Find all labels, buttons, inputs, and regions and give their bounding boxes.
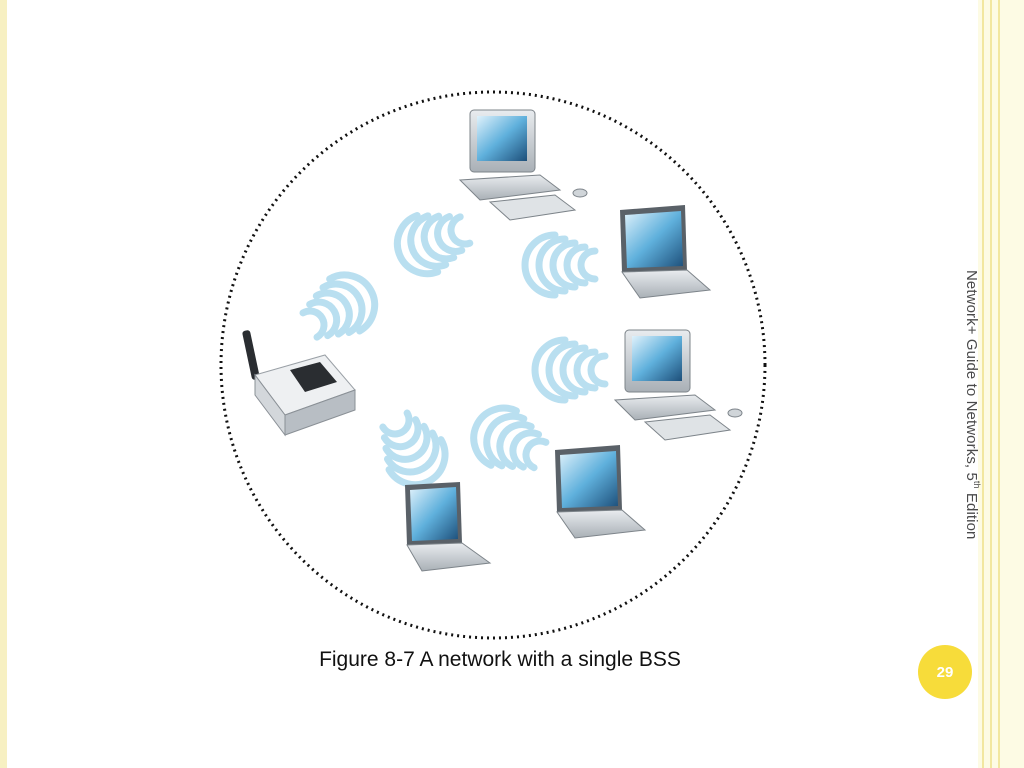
laptop-icon bbox=[620, 205, 712, 299]
page-number-badge: 29 bbox=[918, 645, 972, 699]
right-border-decoration bbox=[978, 0, 1024, 768]
left-border-decoration bbox=[0, 0, 7, 768]
footer-superscript: th bbox=[972, 480, 982, 489]
bss-network-figure bbox=[219, 90, 767, 640]
border-line bbox=[982, 0, 984, 768]
bss-boundary bbox=[219, 90, 767, 640]
footer-text: Network+ Guide to Networks, 5th Edition bbox=[948, 270, 982, 580]
desktop-icon bbox=[613, 329, 743, 441]
laptop-icon bbox=[405, 482, 492, 572]
figure-caption: Figure 8-7 A network with a single BSS bbox=[319, 648, 681, 671]
border-line bbox=[990, 0, 992, 768]
router-icon bbox=[242, 330, 356, 437]
border-line bbox=[998, 0, 1000, 768]
footer-suffix: Edition bbox=[963, 488, 980, 540]
desktop-icon bbox=[458, 109, 588, 221]
footer-prefix: Network+ Guide to Networks, 5 bbox=[963, 270, 980, 481]
laptop-icon bbox=[555, 445, 647, 539]
